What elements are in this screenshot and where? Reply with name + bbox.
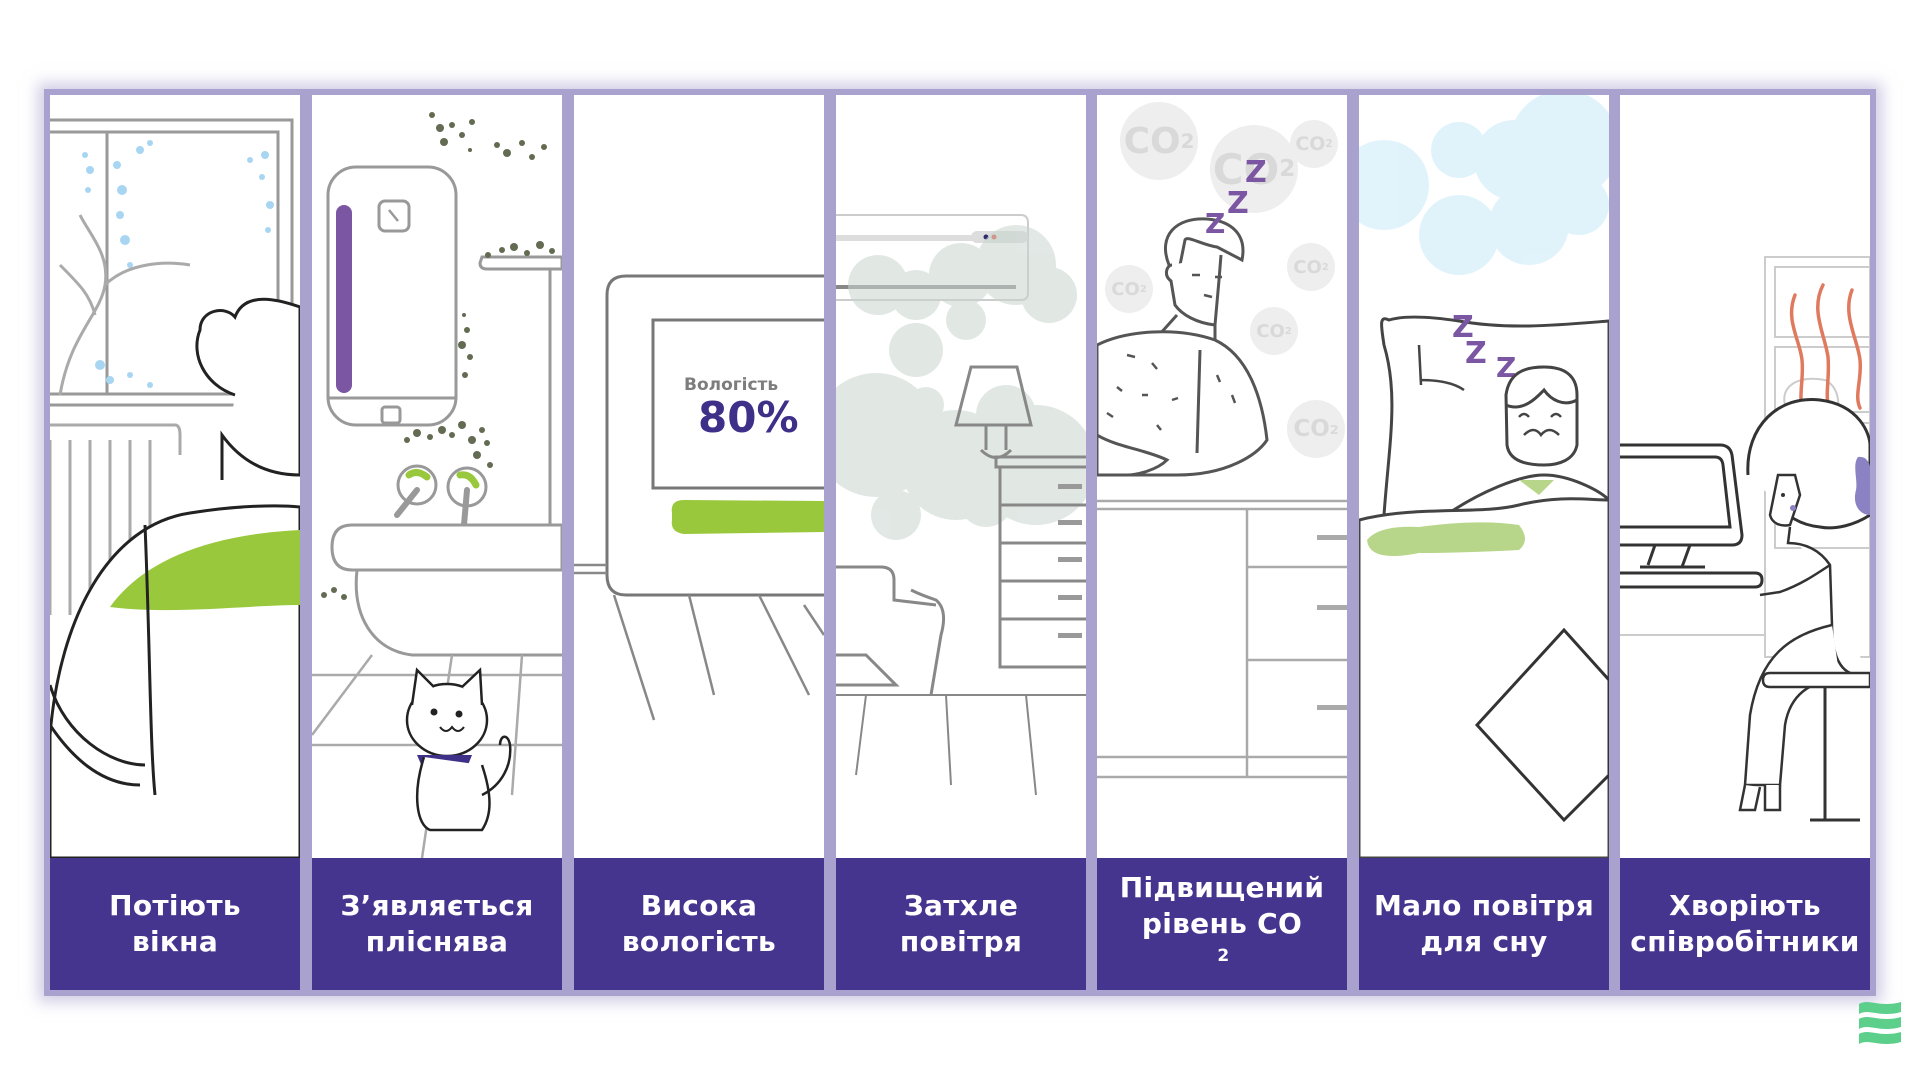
window-person-icon [50, 118, 300, 858]
co2-subscript: 2 [1217, 946, 1230, 966]
svg-text:Z: Z [1245, 155, 1267, 190]
svg-text:Z: Z [1452, 310, 1474, 345]
illustration-foggy-window [50, 95, 300, 858]
illustration-stale-air [836, 95, 1086, 858]
humidity-value: 80% [698, 393, 799, 442]
illustration-bathroom-mold [312, 95, 562, 858]
svg-text:Z: Z [1227, 186, 1249, 221]
illustration-humidity-device: Вологість 80% [574, 95, 824, 858]
bathroom-cat-icon [312, 112, 562, 858]
humidity-device-icon [574, 274, 824, 721]
woman-at-computer-icon [1620, 256, 1870, 822]
sleeping-man-icon: Z Z Z [1359, 95, 1609, 858]
air-conditioner-room-icon [836, 214, 1086, 796]
svg-text:Z: Z [1465, 336, 1487, 371]
illustration-sick-employee [1620, 95, 1870, 858]
waves-icon [1859, 1002, 1901, 1044]
svg-text:Z: Z [1205, 207, 1225, 240]
sleepy-man-icon: Z Z Z [1097, 155, 1347, 779]
svg-text:Z: Z [1496, 351, 1516, 384]
humidity-title: Вологість [684, 375, 779, 395]
illustration-sleeping-man: Z Z Z [1359, 95, 1609, 858]
